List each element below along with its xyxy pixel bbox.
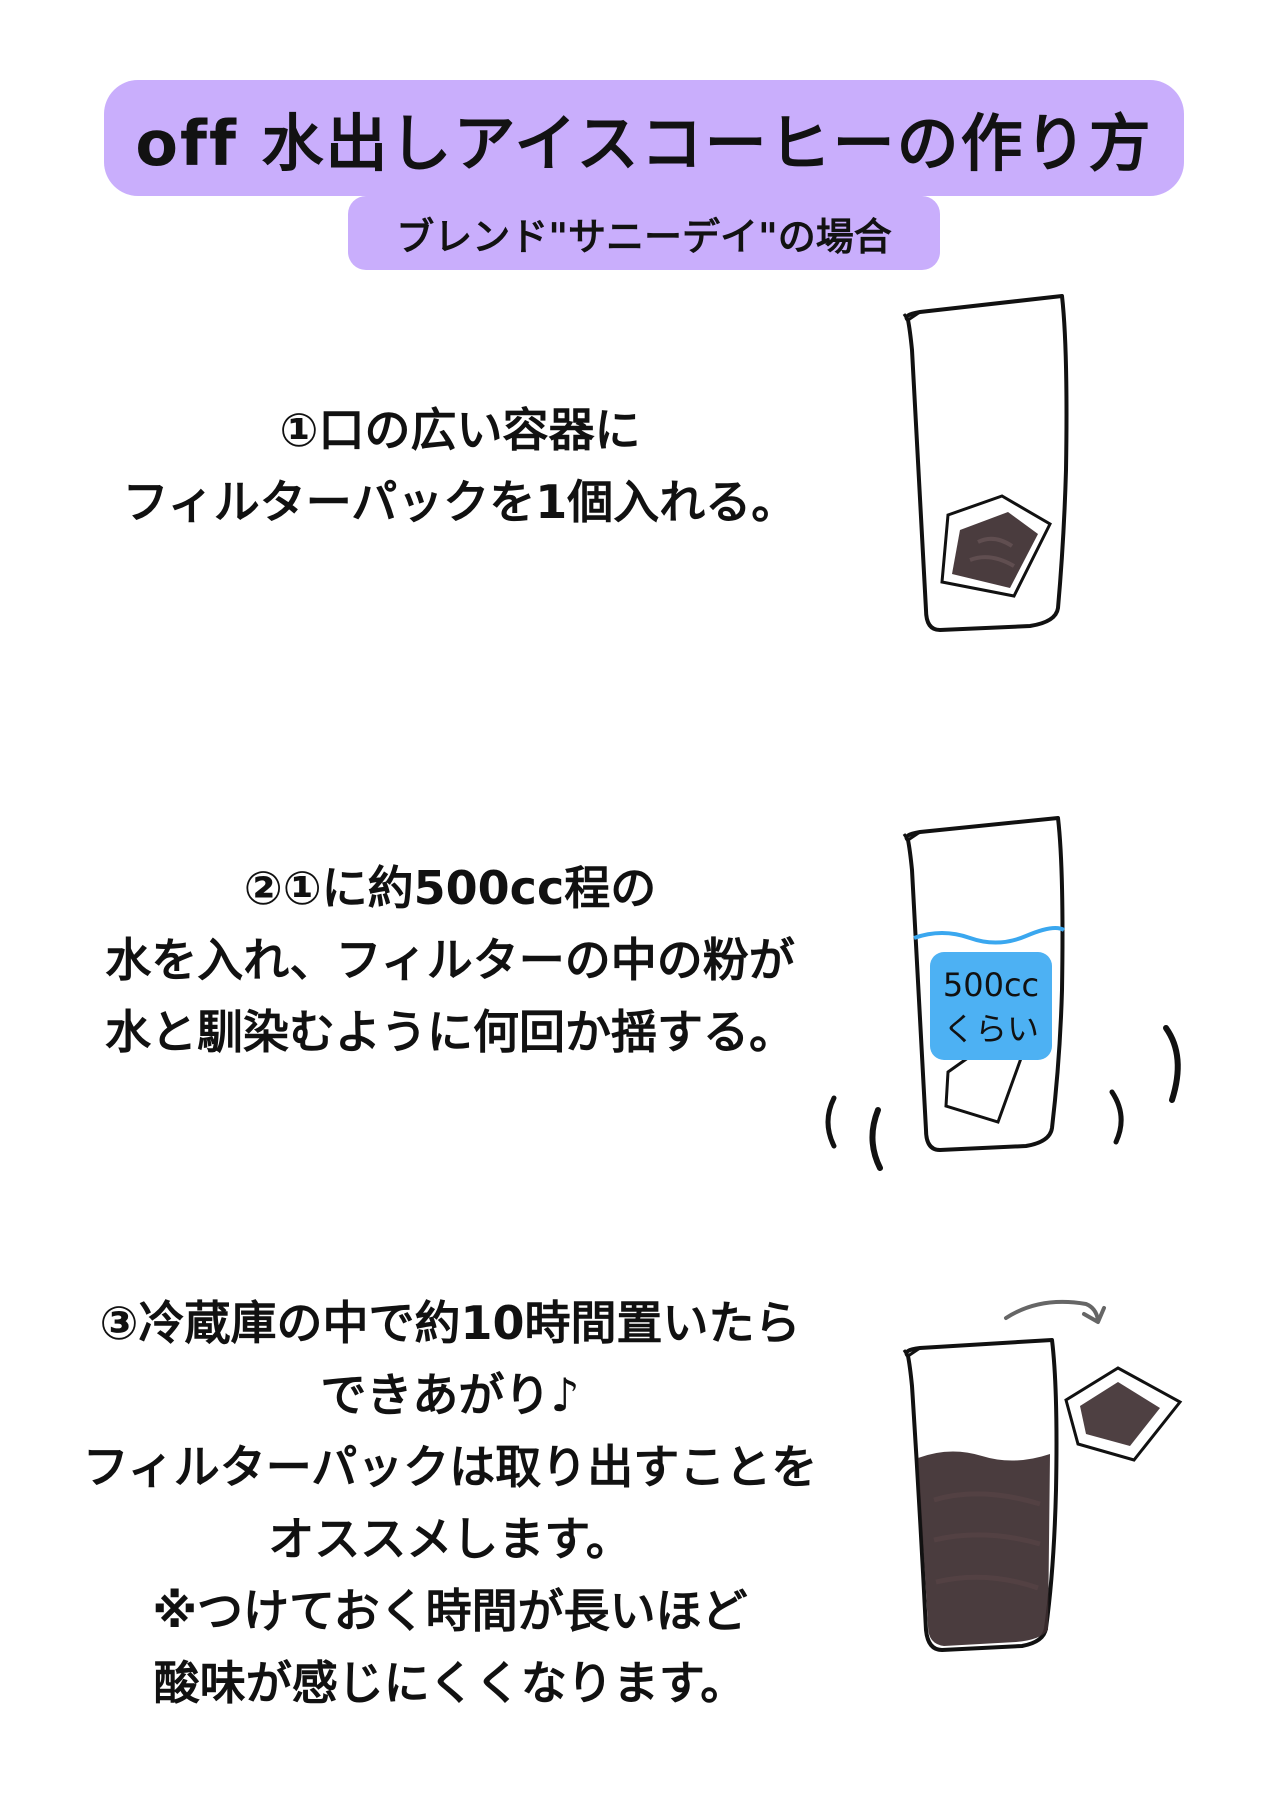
step-line: フィルターパックを1個入れる。 (122, 475, 798, 529)
step-line: 水と馴染むように何回か揺する。 (105, 1005, 795, 1059)
step-line: ※つけておく時間が長いほど (152, 1584, 748, 1638)
step-line: 酸味が感じにくくなります。 (153, 1656, 747, 1710)
glass-with-water-illustration: 500cc くらい (825, 816, 1181, 1171)
step-line: できあがり♪ (320, 1368, 580, 1422)
glass-with-filter-pack-illustration (902, 294, 1069, 632)
step-1-text: ①口の広い容器に フィルターパックを1個入れる。 (40, 394, 880, 538)
step-line: ③冷蔵庫の中で約10時間置いたら (99, 1296, 801, 1350)
step-2-text: ②①に約500cc程の 水を入れ、フィルターの中の粉が 水と馴染むように何回か揺… (30, 852, 870, 1068)
page-subtitle: ブレンド"サニーデイ"の場合 (348, 196, 940, 270)
step-line: オススメします。 (268, 1512, 632, 1566)
water-amount-badge (930, 952, 1052, 1060)
water-amount-label: くらい (943, 1010, 1039, 1048)
step-line: 水を入れ、フィルターの中の粉が (105, 933, 795, 987)
step-3-text: ③冷蔵庫の中で約10時間置いたら できあがり♪ フィルターパックは取り出すことを… (20, 1287, 880, 1719)
glass-with-coffee-illustration (902, 1299, 1183, 1652)
water-amount-label: 500cc (943, 966, 1039, 1004)
step-line: フィルターパックは取り出すことを (82, 1440, 818, 1494)
step-line: ①口の広い容器に (279, 403, 641, 457)
page-title: off 水出しアイスコーヒーの作り方 (104, 80, 1184, 196)
step-line: ②①に約500cc程の (243, 861, 657, 915)
